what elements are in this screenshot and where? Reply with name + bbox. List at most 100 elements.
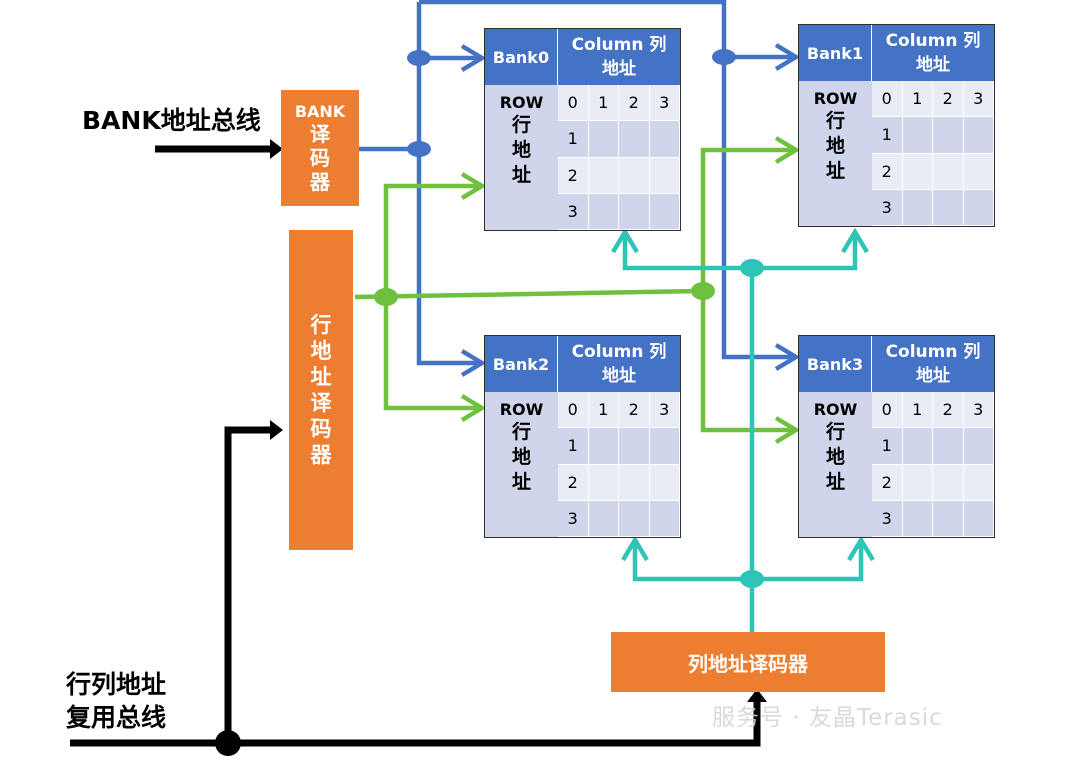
column-address-header: Column 列地址: [558, 336, 680, 392]
column-index: 3: [649, 85, 680, 122]
memory-cell: [963, 189, 994, 226]
memory-cell: [588, 464, 619, 501]
memory-cell: [588, 157, 619, 194]
column-index: 3: [649, 392, 680, 429]
memory-cell: [649, 157, 680, 194]
column-header-line1: Column 列: [885, 31, 981, 51]
memory-cell: [902, 189, 933, 226]
column-header-line2: 地址: [916, 55, 950, 75]
memory-cell: [933, 428, 964, 465]
column-decoder-label: 列地址译码器: [688, 651, 808, 676]
row-label-char: 址: [825, 160, 845, 182]
row-label-char: 址: [511, 471, 531, 493]
memory-cell: [963, 428, 994, 465]
memory-cell: [619, 500, 650, 537]
mux-address-bus-wires: [70, 145, 761, 747]
row-address-header: ROW 行地址: [485, 85, 558, 230]
bank-decoder-line1: BANK: [294, 102, 346, 121]
row-decoder-char: 器: [310, 443, 332, 467]
bank-decoder-char: 译: [310, 122, 330, 146]
bank-name: Bank2: [485, 336, 558, 392]
column-index: 2: [933, 392, 964, 429]
column-header-line1: Column 列: [571, 342, 667, 362]
row-label: ROW: [813, 89, 858, 108]
row-label-char: 行: [511, 114, 531, 136]
mux-bus-label-line2: 复用总线: [66, 703, 167, 732]
memory-cell: [933, 189, 964, 226]
memory-cell: [619, 428, 650, 465]
memory-cell: [933, 117, 964, 154]
memory-cell: [588, 428, 619, 465]
row-index: 1: [872, 428, 903, 465]
row-label-char: 址: [825, 471, 845, 493]
row-index: 3: [558, 500, 589, 537]
row-label-char: 行: [825, 421, 845, 443]
column-index: 0: [558, 392, 589, 429]
memory-cell: [588, 121, 619, 158]
column-index: 1: [902, 392, 933, 429]
memory-cell: [619, 193, 650, 230]
memory-cell: [902, 153, 933, 190]
column-index: 1: [588, 85, 619, 122]
column-header-line2: 地址: [602, 59, 636, 79]
bank-address-bus-label: BANK地址总线: [82, 106, 261, 135]
memory-cell: [933, 500, 964, 537]
row-decoder-char: 行: [310, 313, 332, 337]
bank-header: [485, 29, 680, 85]
memory-cell: [902, 464, 933, 501]
memory-cell: [588, 193, 619, 230]
memory-cell: [963, 500, 994, 537]
column-header-line2: 地址: [602, 366, 636, 386]
column-address-header: Column 列地址: [872, 336, 994, 392]
memory-cell: [619, 121, 650, 158]
memory-cell: [649, 464, 680, 501]
column-index: 3: [963, 392, 994, 429]
memory-cell: [649, 428, 680, 465]
memory-cell: [963, 153, 994, 190]
row-label-char: 地: [511, 139, 531, 161]
row-index: 2: [558, 157, 589, 194]
row-bus-arrowheads: [460, 136, 801, 444]
memory-cell: [649, 193, 680, 230]
column-bus-junctions: [740, 259, 764, 588]
bank-bus-arrowheads: [460, 43, 801, 377]
row-address-header: ROW 行地址: [799, 81, 872, 226]
row-index: 2: [872, 153, 903, 190]
row-index: 3: [872, 500, 903, 537]
row-index: 2: [872, 464, 903, 501]
bank-name: Bank3: [799, 336, 872, 392]
bank-header: [799, 25, 994, 81]
memory-cell: [933, 464, 964, 501]
row-label: ROW: [499, 93, 544, 112]
memory-cell: [619, 157, 650, 194]
row-index: 1: [558, 428, 589, 465]
row-label-char: 地: [511, 446, 531, 468]
column-index: 3: [963, 81, 994, 118]
row-bus-junctions: [374, 282, 715, 306]
column-index: 0: [872, 392, 903, 429]
row-label-char: 地: [825, 135, 845, 157]
column-index: 0: [872, 81, 903, 118]
row-label-char: 行: [825, 110, 845, 132]
memory-cell: [649, 121, 680, 158]
row-index: 2: [558, 464, 589, 501]
column-index: 2: [619, 392, 650, 429]
memory-cell: [588, 500, 619, 537]
row-index: 1: [872, 117, 903, 154]
mux-bus-junction: [215, 730, 241, 756]
row-label-char: 址: [511, 164, 531, 186]
bank-name: Bank0: [485, 29, 558, 85]
mux-bus-label-line1: 行列地址: [66, 670, 167, 699]
bank-name: Bank1: [799, 25, 872, 81]
memory-cell: [963, 464, 994, 501]
column-address-decoder: 列地址译码器: [611, 632, 885, 692]
row-index: 1: [558, 121, 589, 158]
